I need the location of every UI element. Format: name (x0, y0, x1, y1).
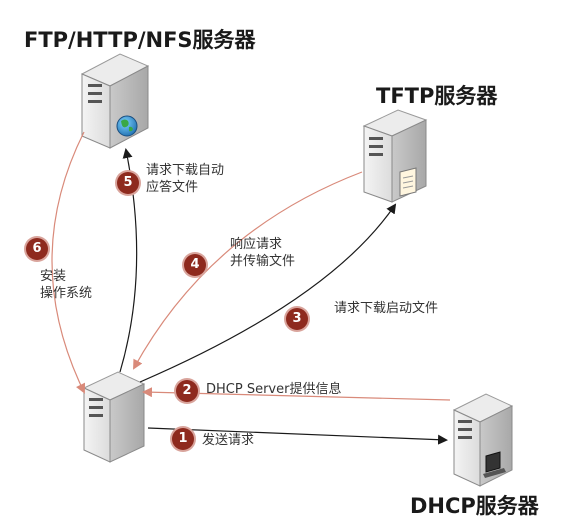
step-1-label: 发送请求 (202, 433, 255, 448)
arrow-step-1 (147, 427, 448, 445)
client-server-icon (82, 371, 146, 463)
step-5-label-line1: 请求下载自动 (146, 163, 225, 178)
ftp-server-icon (80, 53, 150, 149)
step-4-badge: 4 (184, 254, 206, 276)
step-3-label: 请求下载启动文件 (334, 301, 439, 316)
step-1-badge: 1 (172, 428, 194, 450)
step-6-label-line1: 安装 (40, 269, 67, 284)
dhcp-server-icon (452, 393, 514, 487)
step-4-label-line1: 响应请求 (230, 237, 283, 252)
ftp-server-title: FTP/HTTP/NFS服务器 (24, 28, 256, 52)
step-6-badge: 6 (26, 238, 48, 260)
arrow-step-4 (133, 171, 363, 370)
step-5-badge: 5 (117, 172, 139, 194)
tftp-server-title: TFTP服务器 (376, 84, 498, 108)
arrow-step-3 (139, 203, 397, 383)
step-2-badge: 2 (176, 380, 198, 402)
step-2-label: DHCP Server提供信息 (206, 382, 342, 397)
dhcp-server-title: DHCP服务器 (410, 494, 539, 518)
arrow-step-6 (51, 131, 86, 394)
tftp-server-icon (362, 109, 428, 203)
step-4-label-line2: 并传输文件 (230, 254, 296, 269)
step-3-badge: 3 (286, 308, 308, 330)
step-6-label-line2: 操作系统 (40, 286, 93, 301)
step-5-label-line2: 应答文件 (146, 180, 199, 195)
